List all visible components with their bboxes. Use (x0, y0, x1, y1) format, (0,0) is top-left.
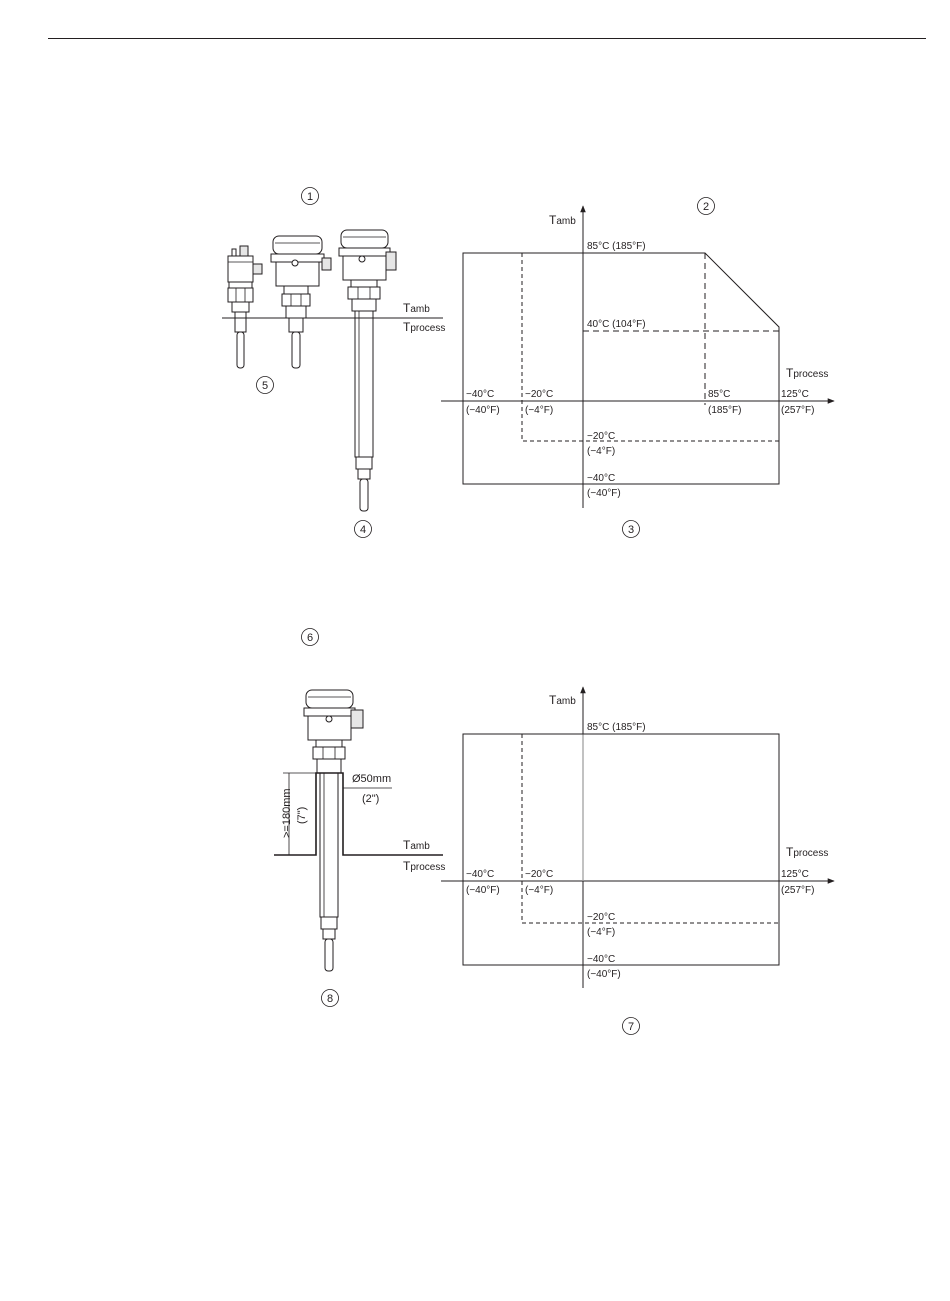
bottom-chart-y-m20-c: −20°C (587, 912, 615, 923)
top-chart-x-m40-c: −40°C (466, 389, 494, 400)
callout-2: 2 (698, 198, 715, 215)
bottom-temperature-chart: Tamb Tprocess 85°C (185°F) −40°C (−40°F)… (441, 687, 834, 988)
callout-1: 1 (302, 188, 319, 205)
bottom-chart-x-m40-c: −40°C (466, 869, 494, 880)
top-chart-x-85-c: 85°C (708, 389, 730, 400)
callout-5: 5 (257, 377, 274, 394)
top-chart-x-m20-f: (−4°F) (525, 405, 553, 416)
top-chart-y-m40-f: (−40°F) (587, 488, 621, 499)
nozzle-diameter-in: (2") (362, 793, 379, 805)
svg-text:8: 8 (327, 993, 333, 1005)
svg-text:2: 2 (703, 201, 709, 213)
bottom-chart-y-m40-c: −40°C (587, 954, 615, 965)
nozzle-length-in: (7") (296, 807, 308, 824)
callout-4: 4 (355, 521, 372, 538)
nozzle-length-mm: >=180mm (281, 788, 293, 838)
bottom-chart-x-125-c: 125°C (781, 869, 809, 880)
svg-text:3: 3 (628, 524, 634, 536)
top-chart-y-m20-f: (−4°F) (587, 446, 615, 457)
top-chart-x-125-c: 125°C (781, 389, 809, 400)
top-chart-x-m20-c: −20°C (525, 389, 553, 400)
top-chart-x-125-f: (257°F) (781, 405, 814, 416)
svg-text:6: 6 (307, 632, 313, 644)
top-temperature-chart: Tamb Tprocess 85°C (185°F) 40°C (104°F) … (441, 206, 834, 508)
bottom-chart-x-m40-f: (−40°F) (466, 885, 500, 896)
svg-text:1: 1 (307, 191, 313, 203)
top-chart-operating-area (463, 253, 779, 484)
top-chart-x-m40-f: (−40°F) (466, 405, 500, 416)
nozzle-diameter-dimension: Ø50mm (2") (343, 773, 392, 805)
nozzle-diameter-mm: Ø50mm (352, 773, 391, 785)
compact-sensor-drawing (228, 246, 262, 368)
top-chart-y-axis-name: Tamb (549, 213, 576, 227)
top-chart-x-axis-name: Tprocess (786, 366, 828, 380)
extended-probe-drawing (339, 230, 396, 511)
top-chart-y-40-label: 40°C (104°F) (587, 319, 646, 330)
bottom-chart-y-axis-name: Tamb (549, 693, 576, 707)
bottom-chart-y-85-label: 85°C (185°F) (587, 722, 646, 733)
top-chart-y-m20-c: −20°C (587, 431, 615, 442)
bottom-chart-operating-area (463, 734, 779, 965)
bottom-chart-reduced-area (522, 734, 779, 923)
top-left-tamb-label: Tamb (403, 301, 430, 315)
bottom-chart-x-axis-name: Tprocess (786, 845, 828, 859)
top-chart-x-85-f: (185°F) (708, 405, 741, 416)
bottom-left-tamb-label: Tamb (403, 838, 430, 852)
callout-7: 7 (623, 1018, 640, 1035)
bottom-chart-y-m20-f: (−4°F) (587, 927, 615, 938)
top-chart-y-85-label: 85°C (185°F) (587, 241, 646, 252)
bottom-chart-x-125-f: (257°F) (781, 885, 814, 896)
bottom-chart-y-m40-f: (−40°F) (587, 969, 621, 980)
top-chart-y-m40-c: −40°C (587, 473, 615, 484)
callout-8: 8 (322, 990, 339, 1007)
svg-text:5: 5 (262, 380, 268, 392)
bottom-chart-x-m20-f: (−4°F) (525, 885, 553, 896)
bottom-left-tprocess-label: Tprocess (403, 859, 445, 873)
nozzle-mounted-probe-drawing (304, 690, 363, 971)
callout-3: 3 (623, 521, 640, 538)
svg-text:4: 4 (360, 524, 366, 536)
callout-6: 6 (302, 629, 319, 646)
top-left-tprocess-label: Tprocess (403, 320, 445, 334)
svg-text:7: 7 (628, 1021, 634, 1033)
short-probe-housing-drawing (271, 236, 331, 368)
nozzle-length-dimension: >=180mm (7") (281, 773, 316, 855)
bottom-chart-x-m20-c: −20°C (525, 869, 553, 880)
